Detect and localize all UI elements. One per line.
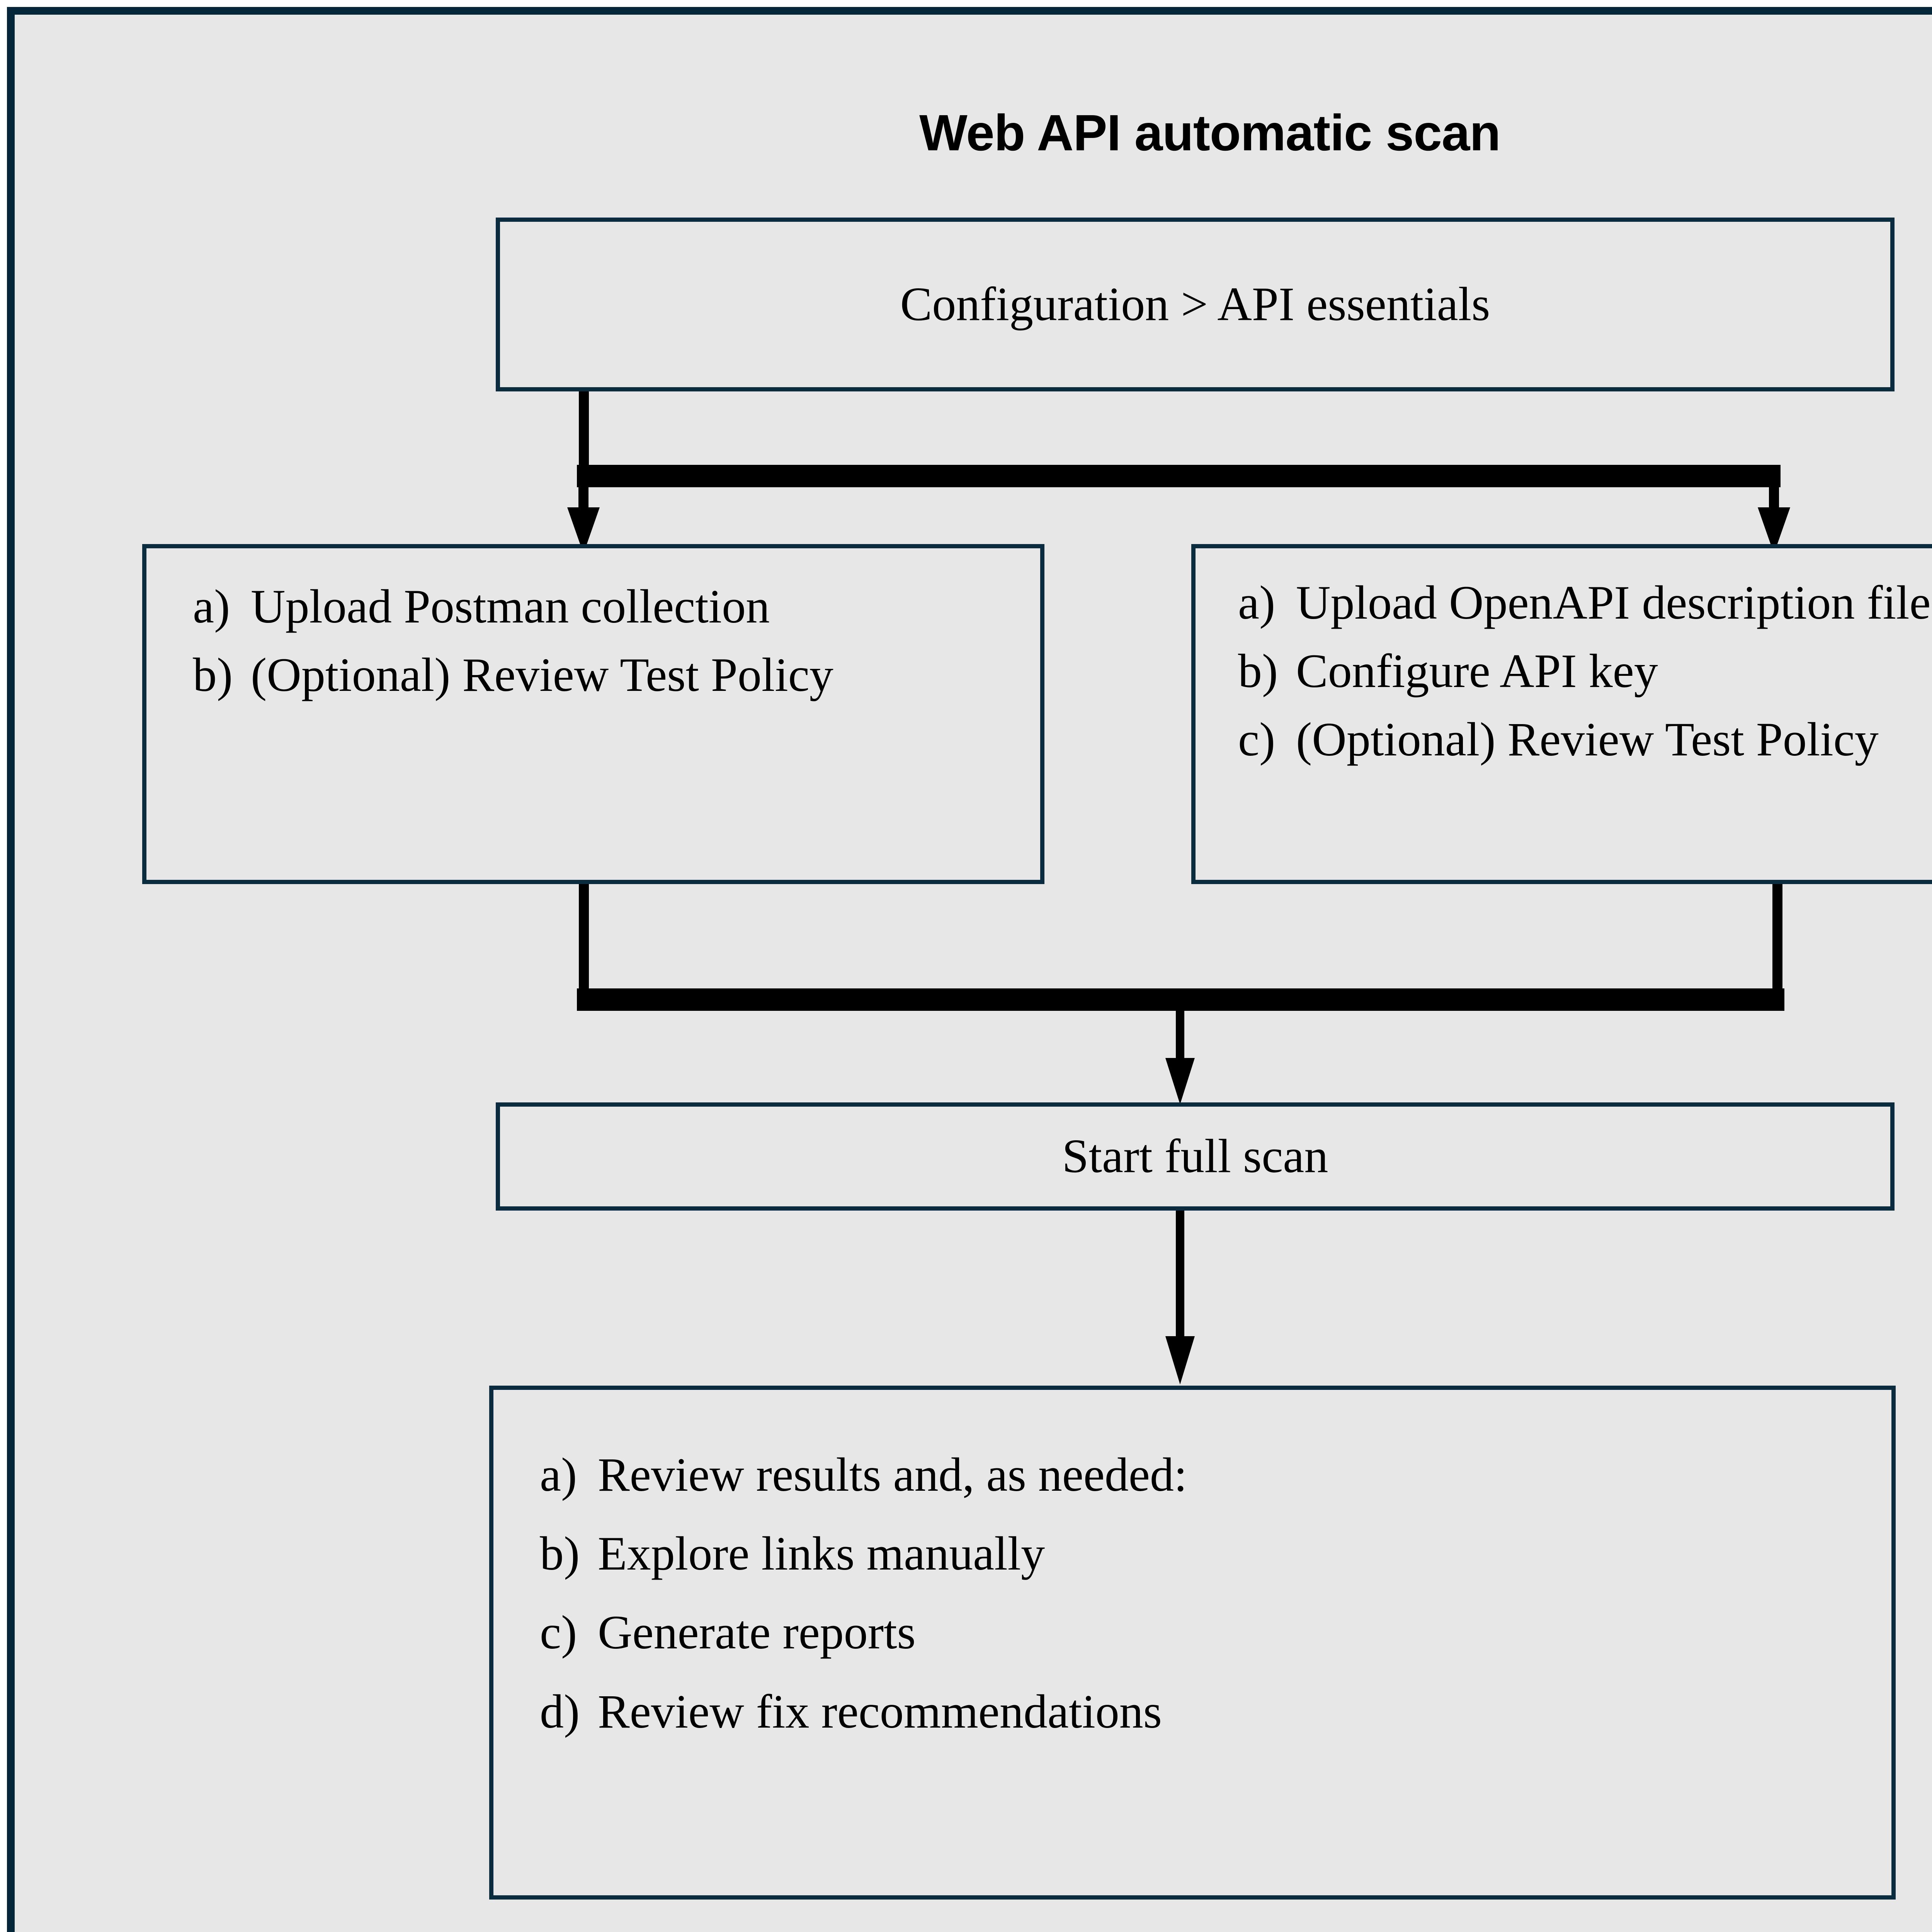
list-marker: a): [193, 580, 230, 633]
list-item: b) (Optional) Review Test Policy: [193, 644, 1000, 706]
list-marker: c): [540, 1606, 577, 1659]
connector-split-bar: [577, 465, 1781, 487]
page-title: Web API automatic scan: [919, 104, 1501, 161]
list-marker: d): [540, 1685, 580, 1738]
postman-branch-list: a) Upload Postman collection b) (Optiona…: [193, 575, 1000, 712]
list-marker: b): [1238, 645, 1278, 698]
list-item: c) Generate reports: [540, 1607, 1846, 1658]
list-item-text: Review fix recommendations: [598, 1685, 1162, 1738]
list-item: d) Review fix recommendations: [540, 1685, 1846, 1738]
list-item-text: Generate reports: [598, 1606, 916, 1659]
list-item-text: (Optional) Review Test Policy: [1296, 713, 1879, 766]
list-marker: a): [540, 1448, 577, 1501]
node-results[interactable]: a) Review results and, as needed: b) Exp…: [489, 1386, 1896, 1900]
list-marker: c): [1238, 713, 1276, 766]
list-item-text: Upload Postman collection: [251, 580, 770, 633]
node-start-full-scan[interactable]: Start full scan: [496, 1102, 1895, 1211]
list-item-text: Explore links manually: [598, 1527, 1045, 1580]
list-item: a) Upload OpenAPI description file: [1238, 571, 1932, 634]
diagram-frame: Web API automatic scan: [7, 7, 1932, 1932]
list-marker: b): [193, 648, 233, 702]
list-marker: b): [540, 1527, 580, 1580]
list-item: a) Review results and, as needed:: [540, 1448, 1846, 1501]
list-item-text: Review results and, as needed:: [598, 1448, 1187, 1501]
list-item: b) Configure API key: [1238, 640, 1932, 702]
list-item: a) Upload Postman collection: [193, 575, 1000, 638]
list-item: c) (Optional) Review Test Policy: [1238, 708, 1932, 770]
list-item-text: Upload OpenAPI description file: [1296, 576, 1931, 629]
node-openapi-branch[interactable]: a) Upload OpenAPI description file b) Co…: [1191, 544, 1932, 884]
list-item-text: Configure API key: [1296, 645, 1658, 698]
connector-arrowhead-results: [1165, 1336, 1195, 1384]
list-item-text: (Optional) Review Test Policy: [251, 648, 833, 702]
node-start-full-scan-label: Start full scan: [1062, 1129, 1328, 1183]
list-item: b) Explore links manually: [540, 1527, 1846, 1580]
connector-merge-bar: [577, 988, 1784, 1011]
node-postman-branch[interactable]: a) Upload Postman collection b) (Optiona…: [142, 544, 1044, 884]
list-marker: a): [1238, 576, 1276, 629]
openapi-branch-list: a) Upload OpenAPI description file b) Co…: [1238, 571, 1932, 777]
node-configuration-label: Configuration > API essentials: [900, 277, 1490, 331]
connector-arrowhead-merge: [1165, 1058, 1195, 1104]
results-list: a) Review results and, as needed: b) Exp…: [540, 1448, 1846, 1738]
diagram-canvas: Web API automatic scan: [15, 15, 1932, 1932]
node-configuration[interactable]: Configuration > API essentials: [496, 218, 1895, 391]
